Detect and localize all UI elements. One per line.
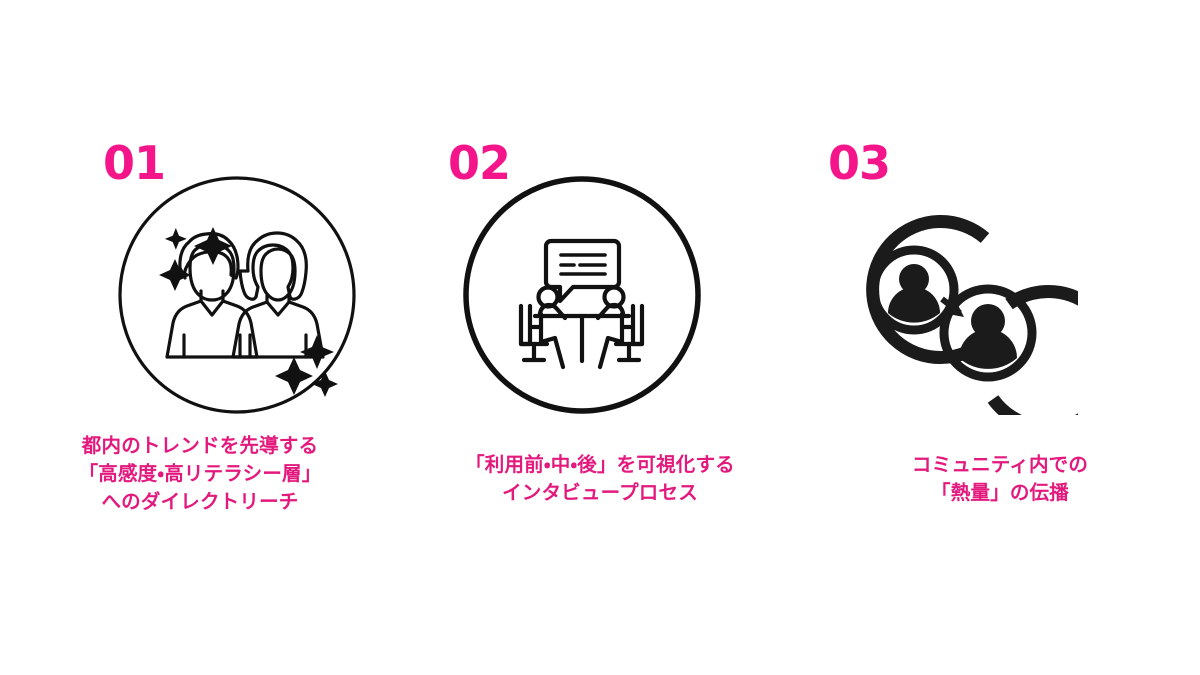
step-number-3: 03 bbox=[828, 136, 891, 190]
step-caption-3: コミュニティ内での 「熱量」の伝播 bbox=[911, 453, 1089, 504]
step-number-1: 01 bbox=[103, 136, 166, 190]
step-item-1[interactable]: 01 bbox=[0, 0, 400, 675]
step-number-2: 02 bbox=[448, 136, 511, 190]
step-caption-2: 「利用前・中・後」を可視化する インタビュープロセス bbox=[465, 453, 735, 504]
step-caption-1: 都内のトレンドを先導する 「高感度・高リテラシー層」 へのダイレクトリーチ bbox=[78, 434, 322, 513]
interview-speech-bubble-icon bbox=[462, 175, 702, 415]
community-spread-arrow-icon bbox=[838, 175, 1078, 415]
two-people-sparkle-icon bbox=[117, 175, 357, 415]
step-item-2[interactable]: 02 bbox=[400, 0, 800, 675]
step-item-3[interactable]: 03 bbox=[800, 0, 1200, 675]
